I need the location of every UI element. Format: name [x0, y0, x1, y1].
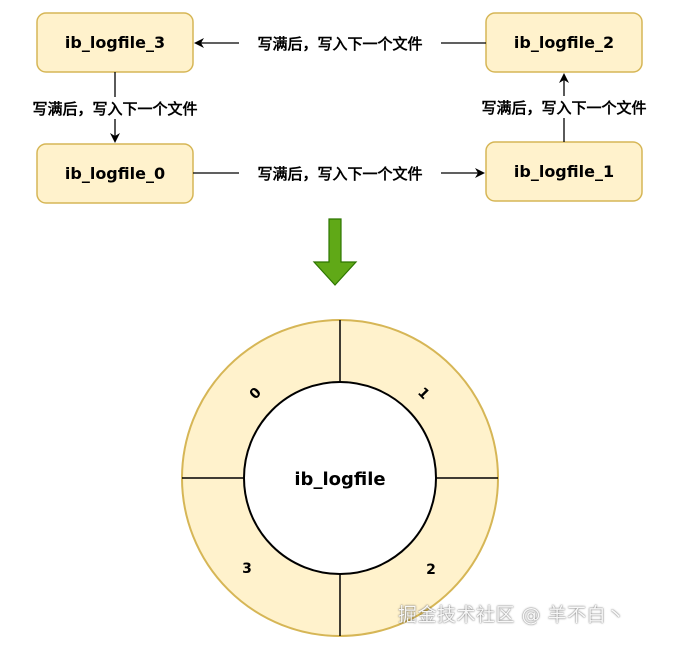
node-label: ib_logfile_3	[65, 33, 165, 52]
edge-label-bg	[239, 162, 441, 184]
edge-label-bg	[463, 96, 665, 118]
edge-label: 写满后，写入下一个文件	[257, 165, 422, 183]
segment-label-3: 3	[242, 561, 252, 577]
edge-label: 写满后，写入下一个文件	[257, 35, 422, 53]
ring-inner	[243, 381, 437, 575]
logfile-ring: 0 1 2 3 ib_logfile	[181, 319, 499, 637]
node-label: ib_logfile_2	[514, 33, 614, 52]
node-ib-logfile-1: ib_logfile_1	[485, 141, 643, 202]
edge-0-to-1: 写满后，写入下一个文件	[193, 162, 485, 184]
watermark: 掘金技术社区 @ 羊不白丶	[398, 604, 626, 626]
down-arrow-icon	[312, 218, 358, 286]
edge-label: 写满后，写入下一个文件	[481, 99, 646, 117]
node-ib-logfile-0: ib_logfile_0	[36, 143, 194, 204]
segment-label-2: 2	[426, 562, 436, 578]
edge-1-to-2: 写满后，写入下一个文件	[463, 73, 665, 142]
node-label: ib_logfile_1	[514, 162, 614, 181]
ring-center-label: ib_logfile	[294, 469, 385, 490]
edge-label-bg	[14, 97, 216, 119]
edge-3-to-0: 写满后，写入下一个文件	[14, 72, 216, 143]
node-ib-logfile-3: ib_logfile_3	[36, 12, 194, 73]
node-ib-logfile-2: ib_logfile_2	[485, 12, 643, 73]
edge-label-bg	[239, 32, 441, 54]
edge-2-to-3: 写满后，写入下一个文件	[194, 32, 486, 54]
edge-label: 写满后，写入下一个文件	[32, 100, 197, 118]
node-label: ib_logfile_0	[65, 164, 165, 183]
